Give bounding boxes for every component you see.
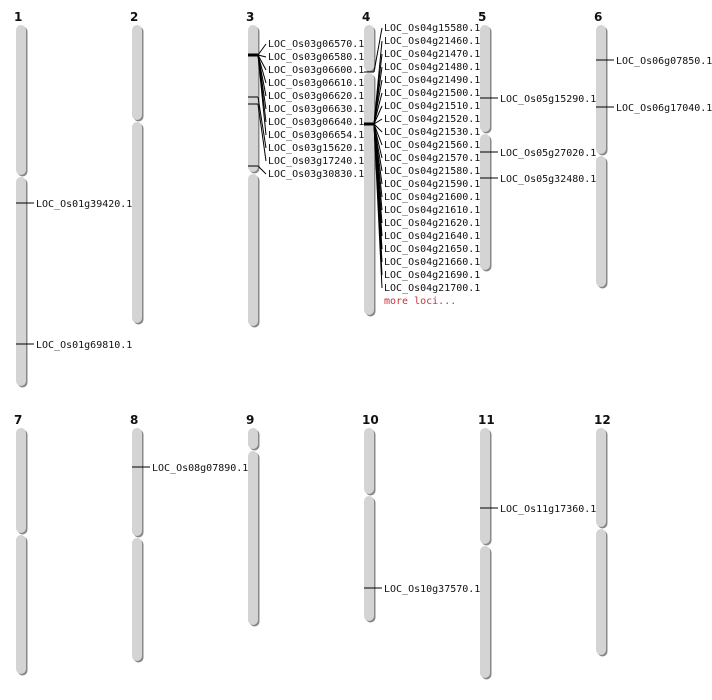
gene-label: LOC_Os03g17240.1 [268,156,364,167]
chromosome-arm-p [596,428,606,527]
gene-label: LOC_Os04g21610.1 [384,205,480,216]
chromosome-number: 6 [594,10,602,24]
gene-label: LOC_Os04g21580.1 [384,166,480,177]
gene-label: LOC_Os04g21480.1 [384,62,480,73]
gene-label: LOC_Os10g37570.1 [384,584,480,595]
chromosome-number: 9 [246,413,254,427]
gene-label: LOC_Os04g21620.1 [384,218,480,229]
gene-label: LOC_Os04g21570.1 [384,153,480,164]
chromosome-number: 11 [478,413,495,427]
gene-connector [373,79,383,125]
gene-label: LOC_Os03g15620.1 [268,143,364,154]
gene-connector [257,103,267,162]
chromosome-arm-p [364,25,374,71]
gene-label: LOC_Os04g21530.1 [384,127,480,138]
chromosome-arm-q [480,546,490,678]
gene-connector [257,96,267,149]
chromosome-arm-p [16,25,26,175]
chromosome-arm-p [132,428,142,536]
gene-label: LOC_Os04g21490.1 [384,75,480,86]
chromosome-number: 10 [362,413,379,427]
gene-label: LOC_Os05g32480.1 [500,174,596,185]
more-loci-link[interactable]: more loci... [384,296,456,307]
gene-connector [373,105,383,125]
gene-label: LOC_Os04g21590.1 [384,179,480,190]
gene-label: LOC_Os04g21510.1 [384,101,480,112]
gene-label: LOC_Os03g30830.1 [268,169,364,180]
chromosome-arm-q [248,174,258,326]
gene-label: LOC_Os04g21500.1 [384,88,480,99]
gene-label: LOC_Os05g15290.1 [500,94,596,105]
chromosome-number: 4 [362,10,370,24]
gene-label: LOC_Os03g06620.1 [268,91,364,102]
chromosome-arm-q [596,529,606,655]
chromosome-number: 1 [14,10,22,24]
chromosome-arm-q [364,496,374,621]
chromosome-arm-q [16,177,26,386]
gene-label: LOC_Os03g06600.1 [268,65,364,76]
chromosome-number: 5 [478,10,486,24]
gene-label: LOC_Os04g21690.1 [384,270,480,281]
chromosome-arm-p [248,428,258,449]
chromosome-arm-q [248,451,258,625]
chromosome-arm-p [480,428,490,544]
chromosome-arm-q [16,535,26,674]
gene-connector [373,123,383,133]
gene-label: LOC_Os06g17040.1 [616,103,712,114]
gene-connector [257,165,267,175]
gene-connector [257,54,267,58]
gene-label: LOC_Os03g06640.1 [268,117,364,128]
gene-label: LOC_Os04g15580.1 [384,23,480,34]
gene-label: LOC_Os04g21700.1 [384,283,480,294]
gene-label: LOC_Os05g27020.1 [500,148,596,159]
gene-label: LOC_Os04g21560.1 [384,140,480,151]
gene-label: LOC_Os04g21460.1 [384,36,480,47]
gene-label: LOC_Os01g69810.1 [36,340,132,351]
gene-label: LOC_Os08g07890.1 [152,463,248,474]
chromosome-arm-q [364,73,374,315]
chromosome-arm-q [480,134,490,270]
gene-label: LOC_Os01g39420.1 [36,199,132,210]
gene-label: LOC_Os03g06630.1 [268,104,364,115]
gene-label: LOC_Os03g06610.1 [268,78,364,89]
gene-label: LOC_Os04g21470.1 [384,49,480,60]
gene-connector [373,123,383,289]
chromosome-arm-q [132,538,142,661]
gene-connector [257,43,267,56]
chromosome-arm-p [248,25,258,172]
chromosome-number: 8 [130,413,138,427]
chromosome-arm-p [596,25,606,154]
gene-label: LOC_Os03g06570.1 [268,39,364,50]
gene-label: LOC_Os11g17360.1 [500,504,596,515]
chromosome-arm-p [132,25,142,120]
chromosome-arm-q [596,156,606,287]
gene-connector [373,118,383,125]
gene-label: LOC_Os04g21600.1 [384,192,480,203]
chromosome-arm-p [364,428,374,494]
chromosome-number: 2 [130,10,138,24]
chromosome-number: 7 [14,413,22,427]
gene-label: LOC_Os04g21650.1 [384,244,480,255]
gene-label: LOC_Os04g21660.1 [384,257,480,268]
gene-label: LOC_Os04g21640.1 [384,231,480,242]
gene-connector [257,54,267,71]
chromosome-number: 3 [246,10,254,24]
gene-connector [373,27,383,73]
chromosome-arm-p [16,428,26,533]
gene-connector [257,54,267,136]
gene-connector [373,92,383,125]
gene-label: LOC_Os03g06580.1 [268,52,364,63]
chromosome-arm-q [132,122,142,323]
gene-label: LOC_Os06g07850.1 [616,56,712,67]
gene-label: LOC_Os04g21520.1 [384,114,480,125]
chromosome-number: 12 [594,413,611,427]
chromosome-arm-p [480,25,490,132]
gene-label: LOC_Os03g06654.1 [268,130,364,141]
